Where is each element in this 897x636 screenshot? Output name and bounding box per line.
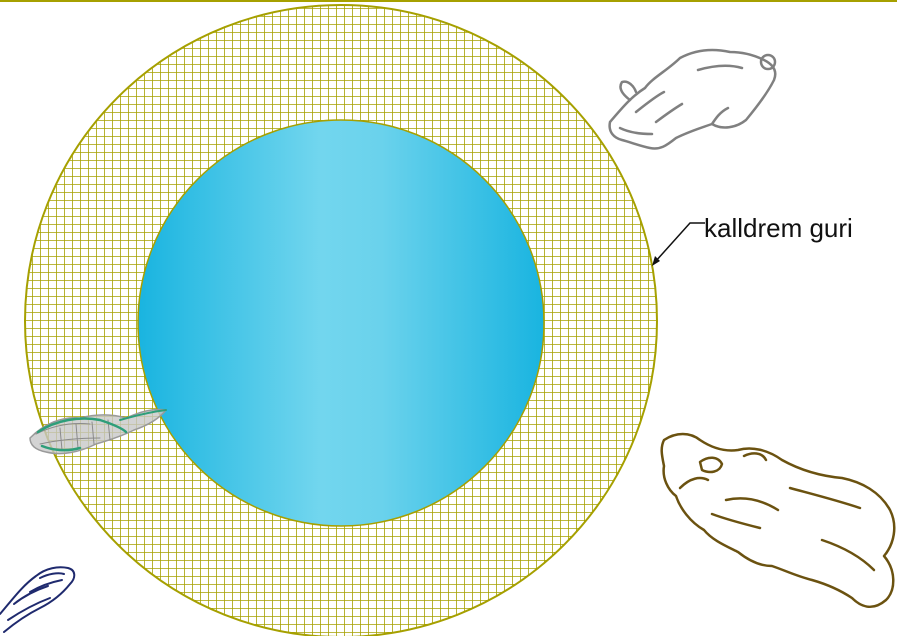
lying-animal-top-right: [610, 50, 776, 149]
ring-callout-label: kalldrem guri: [704, 210, 853, 246]
water-pool: [138, 120, 544, 526]
callout-leader-line: [655, 223, 705, 262]
hand-bottom-left: [0, 567, 74, 632]
lying-animal-bottom-right: [662, 434, 895, 607]
